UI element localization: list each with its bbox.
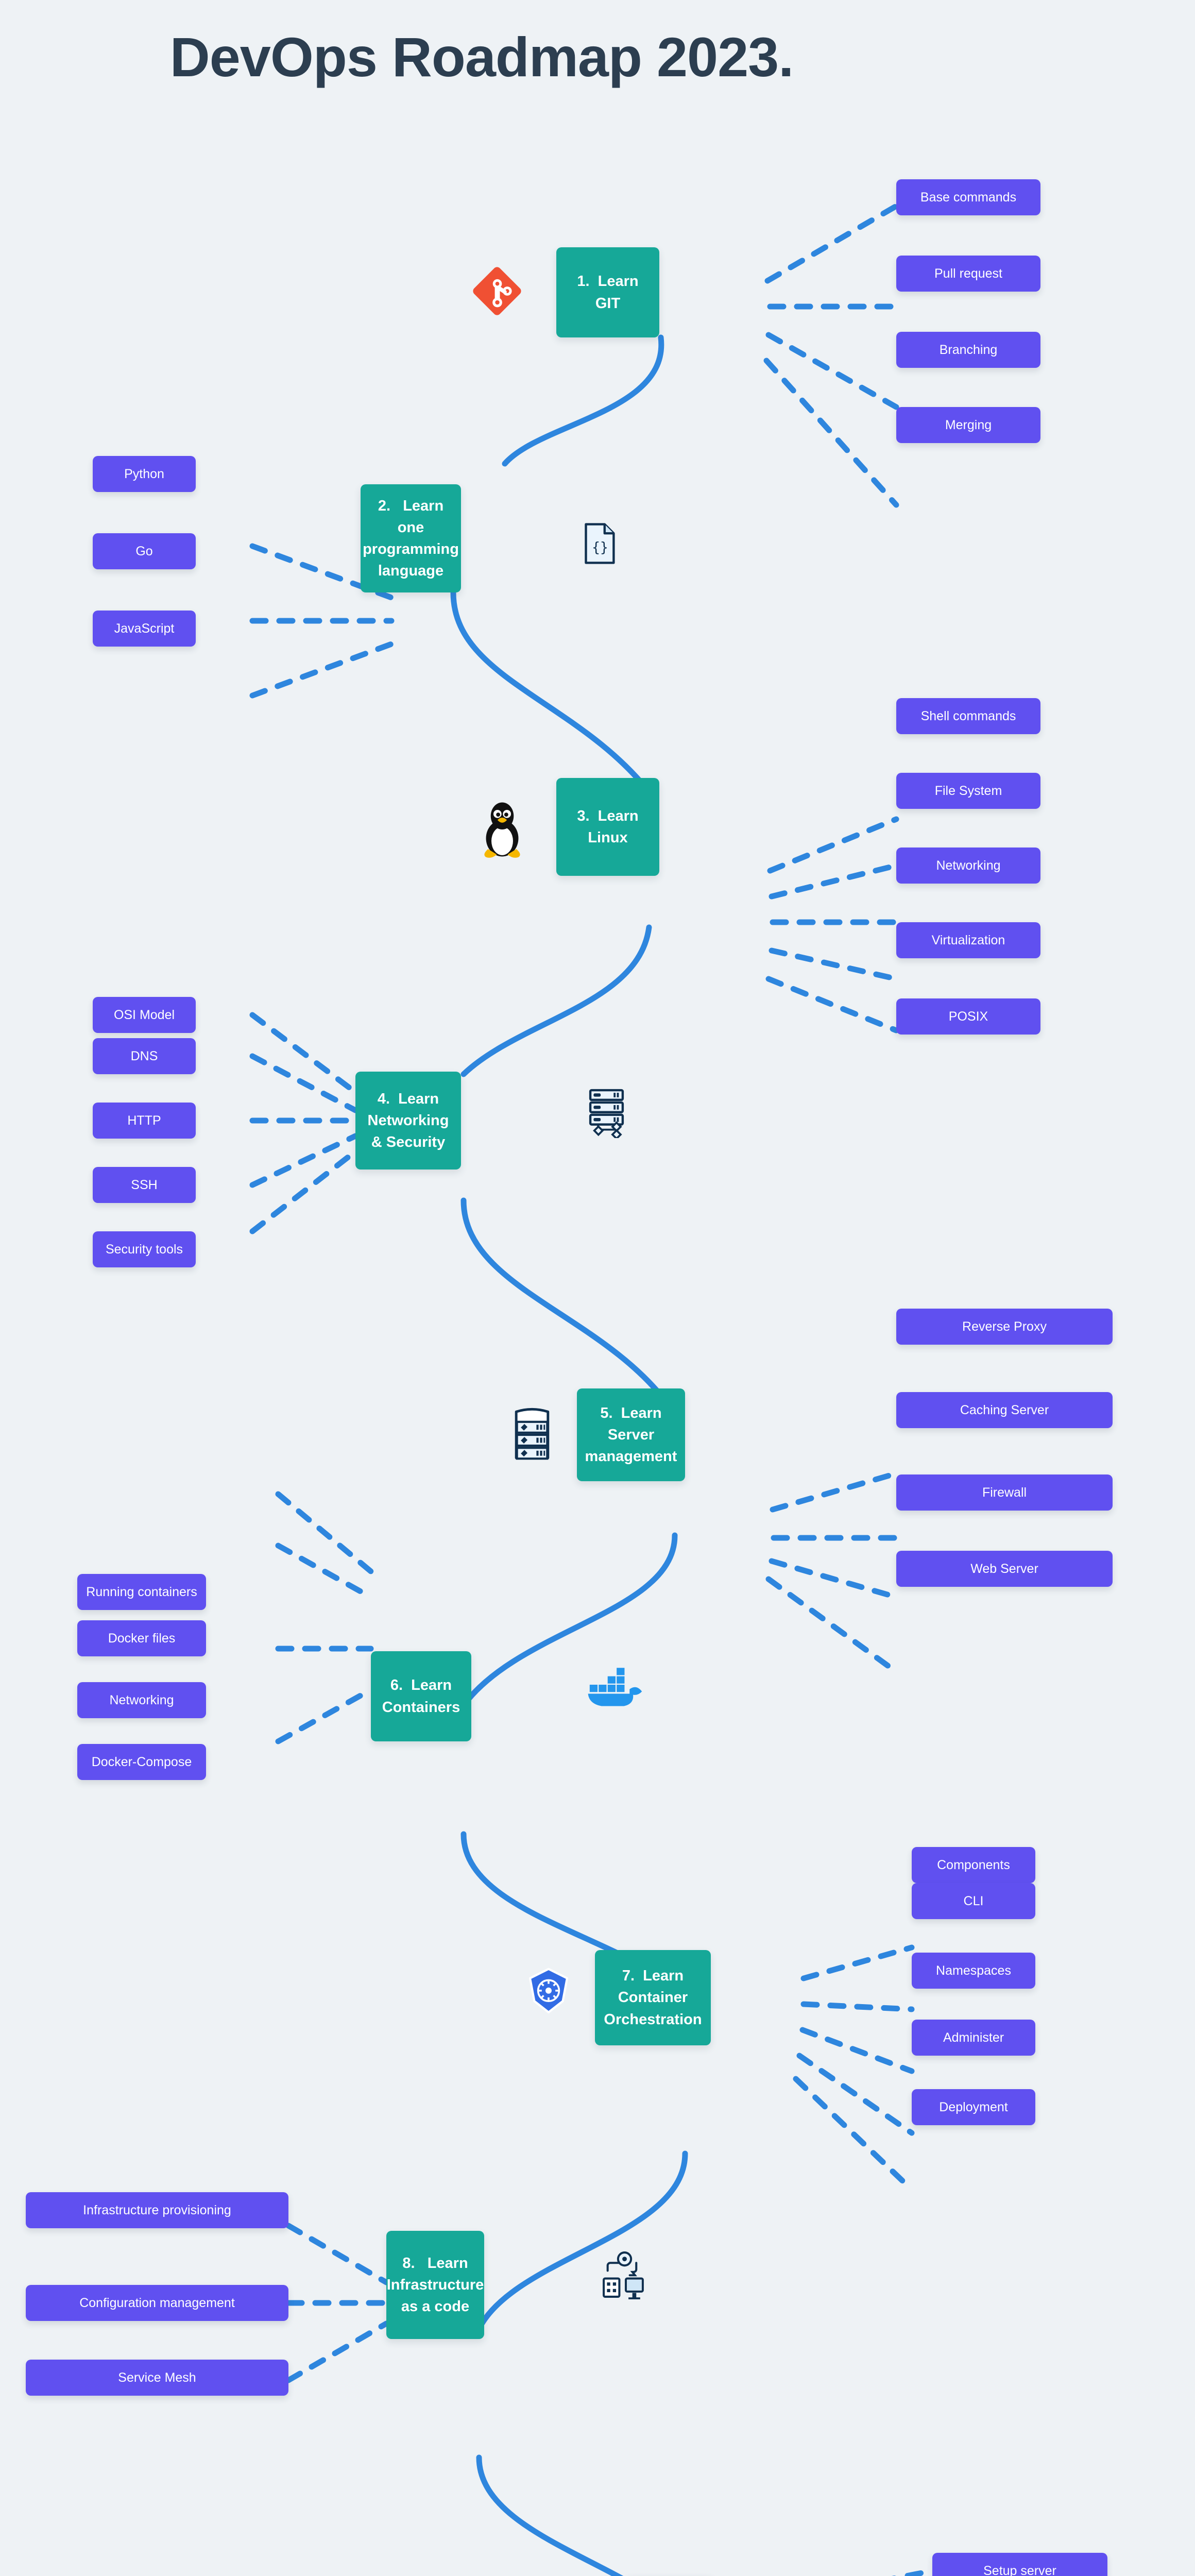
sub-node-9-0[interactable]: Setup server — [932, 2553, 1107, 2576]
sub-node-7-4[interactable]: Deployment — [912, 2089, 1035, 2125]
sub-node-4-3[interactable]: SSH — [93, 1167, 196, 1203]
server-rack-icon — [505, 1401, 559, 1468]
main-node-7[interactable]: 7. Learn Container Orchestration — [595, 1950, 711, 2045]
sub-node-6-3[interactable]: Docker-Compose — [77, 1744, 206, 1780]
sub-node-1-3[interactable]: Merging — [896, 407, 1040, 443]
sub-node-6-2[interactable]: Networking — [77, 1682, 206, 1718]
main-node-8[interactable]: 8. Learn Infrastructure as a code — [386, 2231, 484, 2339]
sub-node-5-0[interactable]: Reverse Proxy — [896, 1309, 1113, 1345]
sub-node-1-1[interactable]: Pull request — [896, 256, 1040, 292]
git-icon — [464, 258, 531, 325]
main-node-4-index: 4. — [377, 1090, 390, 1107]
main-node-6-label: Learn Containers — [382, 1677, 460, 1716]
main-node-6[interactable]: 6. Learn Containers — [371, 1651, 471, 1741]
sub-node-6-1[interactable]: Docker files — [77, 1620, 206, 1656]
sub-node-2-1[interactable]: Go — [93, 533, 196, 569]
kubernetes-icon — [520, 1963, 577, 2020]
main-node-3-index: 3. — [577, 807, 590, 824]
sub-node-5-3[interactable]: Web Server — [896, 1551, 1113, 1587]
sub-node-7-1[interactable]: CLI — [912, 1883, 1035, 1919]
sub-node-1-2[interactable]: Branching — [896, 332, 1040, 368]
sub-node-1-0[interactable]: Base commands — [896, 179, 1040, 215]
network-server-icon — [579, 1082, 636, 1144]
main-node-1[interactable]: 1. Learn GIT — [556, 247, 659, 337]
main-node-3-label: Learn Linux — [588, 807, 639, 846]
main-node-7-label: Learn Container Orchestration — [604, 1968, 702, 2028]
child-links — [249, 203, 935, 2576]
sub-node-4-0[interactable]: OSI Model — [93, 997, 196, 1033]
main-node-3[interactable]: 3. Learn Linux — [556, 778, 659, 876]
sub-node-7-2[interactable]: Namespaces — [912, 1953, 1035, 1989]
sub-node-3-2[interactable]: Networking — [896, 848, 1040, 884]
linux-penguin-icon — [474, 796, 531, 863]
main-node-5-label: Learn Server management — [585, 1404, 677, 1465]
sub-node-7-0[interactable]: Components — [912, 1847, 1035, 1883]
main-node-2[interactable]: 2. Learn one programming language — [361, 484, 461, 592]
sub-node-2-2[interactable]: JavaScript — [93, 611, 196, 647]
main-node-6-index: 6. — [390, 1677, 403, 1694]
sub-node-2-0[interactable]: Python — [93, 456, 196, 492]
main-node-7-index: 7. — [622, 1968, 635, 1985]
sub-node-8-2[interactable]: Service Mesh — [26, 2360, 288, 2396]
sub-node-4-4[interactable]: Security tools — [93, 1231, 196, 1267]
infrastructure-as-code-icon — [592, 2241, 654, 2308]
sub-node-4-2[interactable]: HTTP — [93, 1103, 196, 1139]
main-node-4[interactable]: 4. Learn Networking & Security — [355, 1072, 461, 1170]
code-file-icon: {} — [577, 515, 623, 572]
sub-node-7-3[interactable]: Administer — [912, 2020, 1035, 2056]
sub-node-8-1[interactable]: Configuration management — [26, 2285, 288, 2321]
docker-icon — [582, 1656, 649, 1713]
sub-node-3-3[interactable]: Virtualization — [896, 922, 1040, 958]
sub-node-4-1[interactable]: DNS — [93, 1038, 196, 1074]
main-node-2-label: Learn one programming language — [363, 497, 459, 580]
sub-node-3-1[interactable]: File System — [896, 773, 1040, 809]
main-node-4-label: Learn Networking & Security — [367, 1090, 449, 1151]
main-node-1-label: Learn GIT — [595, 273, 639, 312]
svg-text:{}: {} — [592, 540, 608, 556]
sub-node-3-4[interactable]: POSIX — [896, 998, 1040, 1035]
page-title: DevOps Roadmap 2023. — [169, 26, 794, 88]
sub-node-5-2[interactable]: Firewall — [896, 1475, 1113, 1511]
sub-node-8-0[interactable]: Infrastructure provisioning — [26, 2192, 288, 2228]
main-node-5[interactable]: 5. Learn Server management — [577, 1388, 685, 1481]
main-node-2-index: 2. — [378, 497, 391, 514]
main-node-8-index: 8. — [402, 2255, 415, 2272]
sub-node-6-0[interactable]: Running containers — [77, 1574, 206, 1610]
sub-node-3-0[interactable]: Shell commands — [896, 698, 1040, 734]
main-node-8-label: Learn Infrastructure as a code — [386, 2255, 484, 2315]
sub-node-5-1[interactable]: Caching Server — [896, 1392, 1113, 1428]
main-node-1-index: 1. — [577, 273, 590, 290]
main-node-5-index: 5. — [600, 1404, 613, 1421]
